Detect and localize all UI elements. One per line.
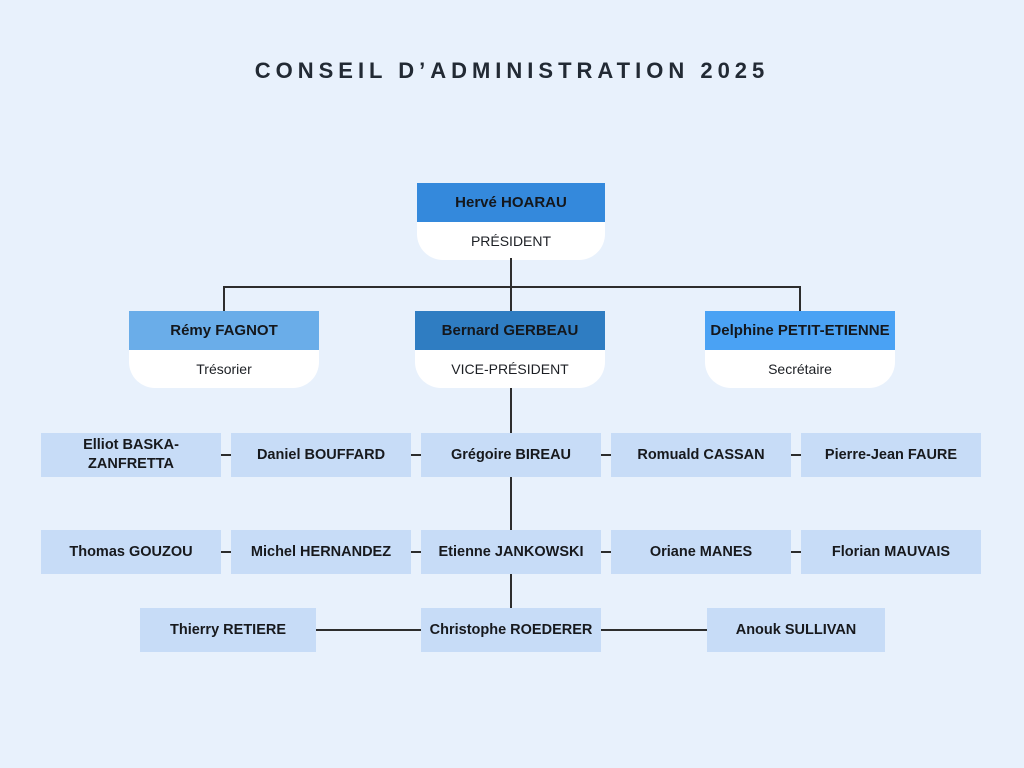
connector-row3-seg1 [316, 629, 421, 631]
vice-president-name: Bernard GERBEAU [415, 311, 605, 350]
connector-row1-seg2 [411, 454, 421, 456]
president-role: PRÉSIDENT [417, 222, 605, 260]
connector-row1-seg3 [601, 454, 611, 456]
org-box-member: Daniel BOUFFARD [231, 433, 411, 477]
org-box-president: Hervé HOARAU PRÉSIDENT [417, 183, 605, 260]
org-box-member: Michel HERNANDEZ [231, 530, 411, 574]
connector-row2-seg1 [221, 551, 231, 553]
president-name: Hervé HOARAU [417, 183, 605, 222]
org-box-member: Etienne JANKOWSKI [421, 530, 601, 574]
treasurer-name: Rémy FAGNOT [129, 311, 319, 350]
secretary-name: Delphine PETIT-ETIENNE [705, 311, 895, 350]
connector-row1-to-row2 [510, 477, 512, 530]
connector-treasurer-drop [223, 286, 225, 311]
org-box-member: Christophe ROEDERER [421, 608, 601, 652]
page-title: CONSEIL D’ADMINISTRATION 2025 [254, 58, 770, 83]
org-box-member: Grégoire BIREAU [421, 433, 601, 477]
org-box-member: Romuald CASSAN [611, 433, 791, 477]
org-box-member: Florian MAUVAIS [801, 530, 981, 574]
org-box-member: Thierry RETIERE [140, 608, 316, 652]
connector-president-drop [510, 258, 512, 287]
connector-row2-to-row3 [510, 574, 512, 608]
connector-row2-seg2 [411, 551, 421, 553]
connector-secretary-drop [799, 286, 801, 311]
org-box-member: Elliot BASKA-ZANFRETTA [41, 433, 221, 477]
org-box-member: Pierre-Jean FAURE [801, 433, 981, 477]
connector-row2-seg3 [601, 551, 611, 553]
treasurer-role: Trésorier [129, 350, 319, 388]
connector-row2-seg4 [791, 551, 801, 553]
org-box-vice-president: Bernard GERBEAU VICE-PRÉSIDENT [415, 311, 605, 388]
org-box-member: Thomas GOUZOU [41, 530, 221, 574]
connector-vice-president-drop [510, 286, 512, 311]
vice-president-role: VICE-PRÉSIDENT [415, 350, 605, 388]
connector-officers-bus [223, 286, 801, 288]
connector-row3-seg2 [601, 629, 707, 631]
connector-row1-seg1 [221, 454, 231, 456]
secretary-role: Secrétaire [705, 350, 895, 388]
connector-vp-to-row1 [510, 388, 512, 433]
org-box-secretary: Delphine PETIT-ETIENNE Secrétaire [705, 311, 895, 388]
org-box-member: Oriane MANES [611, 530, 791, 574]
org-box-member: Anouk SULLIVAN [707, 608, 885, 652]
org-box-treasurer: Rémy FAGNOT Trésorier [129, 311, 319, 388]
connector-row1-seg4 [791, 454, 801, 456]
